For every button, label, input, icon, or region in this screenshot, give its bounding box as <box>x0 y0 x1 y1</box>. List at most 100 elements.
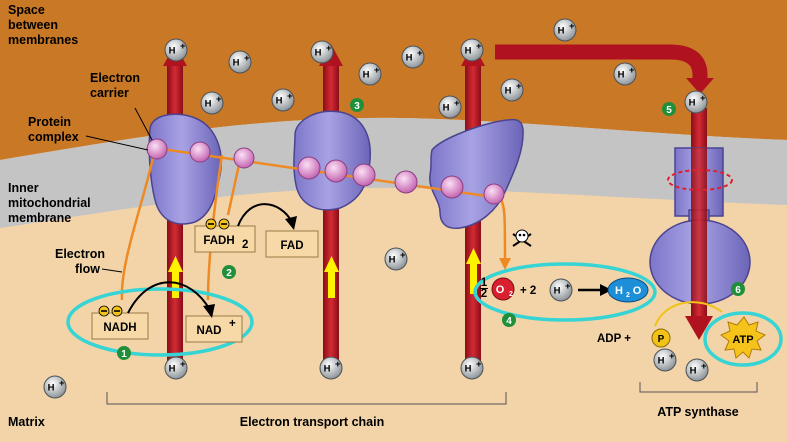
matrix-label: Matrix <box>8 415 45 429</box>
step-badge-2: 2 <box>222 265 236 279</box>
svg-text:3: 3 <box>354 101 360 112</box>
svg-text:H: H <box>465 364 472 375</box>
svg-text:+: + <box>180 359 186 370</box>
protein-complex-leader <box>85 135 149 151</box>
proton-ion: H+ <box>460 38 484 62</box>
svg-text:+: + <box>244 53 250 64</box>
electron-transport-chain-bracket <box>106 392 507 405</box>
svg-text:O: O <box>496 284 505 296</box>
nadh-to-nad-arrowhead <box>203 304 215 318</box>
proton-ion: H+ <box>553 18 577 42</box>
svg-text:+: + <box>700 93 706 104</box>
svg-text:+: + <box>569 21 575 32</box>
svg-text:H: H <box>389 255 396 266</box>
svg-text:O: O <box>633 285 642 297</box>
electron-flow-label: Electron flow <box>55 247 109 276</box>
nadh-highlight-oval <box>66 287 254 357</box>
space-between-membranes-label: Space between membranes <box>8 3 78 47</box>
svg-text:FAD: FAD <box>281 240 304 252</box>
proton-ion: H+ <box>319 356 343 380</box>
electron-carrier-bead <box>394 170 418 194</box>
svg-text:2: 2 <box>226 268 232 279</box>
inner-mitochondrial-membrane-label: Inner mitochondrial membrane <box>8 181 94 225</box>
proton-ion: H+ <box>460 356 484 380</box>
proton-ion: H+ <box>653 348 677 372</box>
proton-ion: H+ <box>613 62 637 86</box>
rotation-indicator <box>667 169 733 191</box>
atp-synthase-down-arrowhead <box>685 316 713 340</box>
reaction-arrowhead <box>600 284 612 296</box>
atp-starburst: ATP <box>720 316 766 359</box>
svg-text:+: + <box>216 94 222 105</box>
electron-flow-path <box>120 146 507 301</box>
proton-ion: H+ <box>401 45 425 69</box>
atp-synthase-bracket <box>639 382 758 393</box>
electron-carrier-bead <box>146 138 168 160</box>
proton-ion: H+ <box>358 62 382 86</box>
electron-carrier-leader <box>134 107 153 141</box>
proton-ion: H+ <box>164 38 188 62</box>
proton-ion: H+ <box>500 78 524 102</box>
svg-text:4: 4 <box>506 316 512 327</box>
svg-text:NAD: NAD <box>197 325 222 337</box>
electron-flow-arrowhead <box>499 258 511 270</box>
svg-text:+: + <box>374 65 380 76</box>
fadh2-box: FADH 2 <box>194 225 256 253</box>
protein-complex-label: Protein complex <box>28 115 79 144</box>
electron-flow-from-fadh <box>226 159 242 216</box>
svg-text:NADH: NADH <box>103 322 136 334</box>
svg-text:+: + <box>287 91 293 102</box>
proton-ion: H+ <box>685 358 709 382</box>
svg-text:+: + <box>565 281 571 292</box>
half-fraction: 1 2 <box>480 277 488 300</box>
svg-text:ATP: ATP <box>732 334 753 346</box>
svg-text:H: H <box>443 103 450 114</box>
svg-text:H: H <box>363 70 370 81</box>
step-badge-4: 4 <box>502 313 516 327</box>
proton-ion: H+ <box>438 95 462 119</box>
svg-text:2: 2 <box>626 292 630 299</box>
svg-text:+: + <box>476 41 482 52</box>
svg-text:+: + <box>417 48 423 59</box>
electron-minus-symbol <box>98 305 110 317</box>
svg-text:FADH: FADH <box>203 235 234 247</box>
electron-minus-symbol <box>111 305 123 317</box>
adp-label: ADP + <box>597 333 631 345</box>
proton-ion: H+ <box>228 50 252 74</box>
electron-carrier-bead <box>233 147 255 169</box>
svg-text:6: 6 <box>735 285 741 296</box>
yellow-arrow-1 <box>168 256 183 298</box>
svg-text:H: H <box>276 96 283 107</box>
svg-text:+: + <box>701 361 707 372</box>
electron-transport-chain-label: Electron transport chain <box>240 415 384 429</box>
svg-text:1: 1 <box>121 349 127 360</box>
yellow-arrow-4 <box>466 248 481 294</box>
proton-return-arrowhead <box>686 78 714 94</box>
nadh-to-nad-arrow <box>127 281 211 314</box>
svg-text:H: H <box>233 58 240 69</box>
electron-carrier-bead <box>440 175 464 199</box>
svg-text:+: + <box>400 250 406 261</box>
svg-text:+: + <box>229 318 236 330</box>
svg-text:H: H <box>169 364 176 375</box>
electron-minus-symbol <box>218 218 230 230</box>
step-badge-1: 1 <box>117 346 131 360</box>
yellow-arrow-3 <box>324 256 339 298</box>
electron-carrier-bead <box>324 159 348 183</box>
svg-text:P: P <box>658 334 665 345</box>
proton-ion: H+ <box>43 375 67 399</box>
fadh2-to-fad-arrow <box>237 203 293 227</box>
proton-ion: H+ <box>384 247 408 271</box>
svg-text:+: + <box>59 378 65 389</box>
svg-text:+: + <box>476 359 482 370</box>
svg-text:+: + <box>454 98 460 109</box>
svg-text:H: H <box>690 366 697 377</box>
step-badge-5: 5 <box>662 102 676 116</box>
svg-text:1: 1 <box>481 277 488 289</box>
svg-text:H: H <box>205 99 212 110</box>
svg-text:H: H <box>689 98 696 109</box>
svg-text:H: H <box>558 26 565 37</box>
electron-flow-leader <box>101 268 123 273</box>
skull-crossbones-icon <box>512 229 532 247</box>
